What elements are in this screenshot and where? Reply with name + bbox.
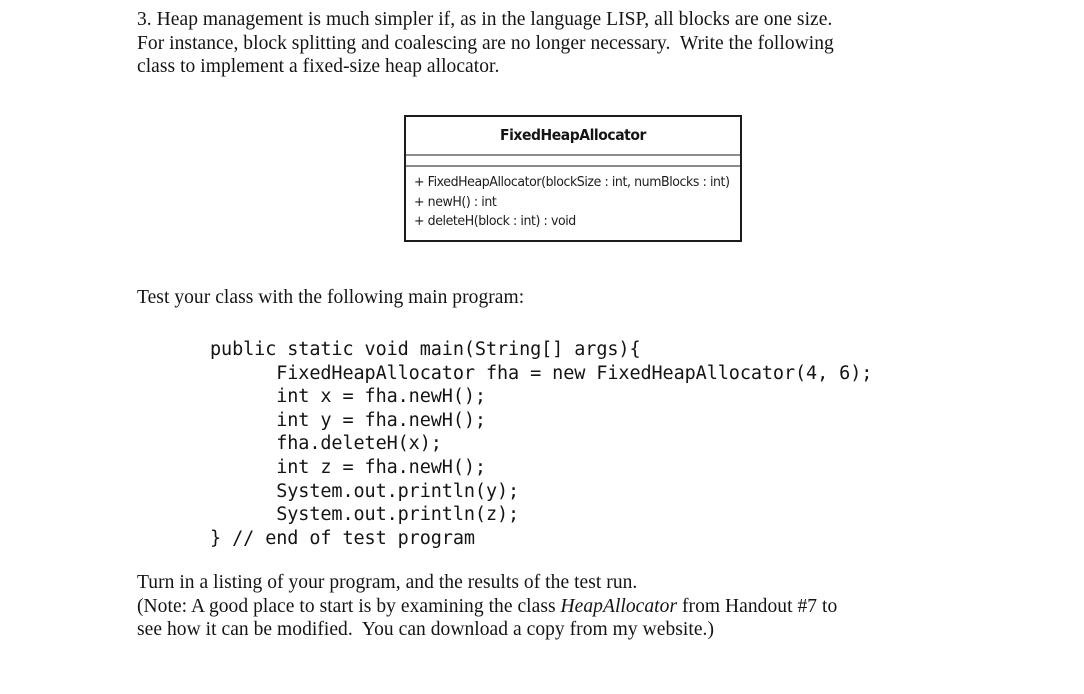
code-listing: public static void main(String[] args){ … [210,338,872,550]
uml-separator-title [406,154,740,156]
intro-line-3: class to implement a fixed-size heap all… [137,56,500,77]
uml-class-name: FixedHeapAllocator [500,126,646,144]
code-line-9: } // end of test program [210,527,475,549]
uml-method-constructor: + FixedHeapAllocator(blockSize : int, nu… [414,174,730,190]
closing-paragraph: Turn in a listing of your program, and t… [137,571,1027,642]
uml-class-diagram: FixedHeapAllocator + FixedHeapAllocator(… [404,115,742,242]
closing-line-2-after: from Handout #7 to [677,595,838,617]
closing-line-3: see how it can be modified. You can down… [137,619,714,640]
intro-paragraph: 3. Heap management is much simpler if, a… [137,8,1027,79]
closing-line-2-before: (Note: A good place to start is by exami… [137,595,561,617]
uml-separator-attributes [406,165,740,167]
uml-method-newh: + newH() : int [414,193,497,210]
closing-line-2: (Note: A good place to start is by exami… [137,595,1027,619]
heap-allocator-class-reference: HeapAllocator [560,595,678,617]
uml-methods-compartment: + FixedHeapAllocator(blockSize : int, nu… [406,167,740,240]
code-line-5: fha.deleteH(x); [210,433,442,455]
test-instruction-text: Test your class with the following main … [137,287,525,308]
code-line-8: System.out.println(z); [210,504,520,526]
code-line-7: System.out.println(y); [210,480,520,502]
code-line-3: int x = fha.newH(); [210,386,486,408]
intro-line-1: 3. Heap management is much simpler if, a… [137,9,833,30]
test-instruction: Test your class with the following main … [137,286,737,310]
code-line-6: int z = fha.newH(); [210,456,486,478]
code-line-1: public static void main(String[] args){ [210,339,641,360]
uml-attributes-compartment [406,156,740,165]
uml-method-deleteh: + deleteH(block : int) : void [414,213,576,229]
closing-line-1: Turn in a listing of your program, and t… [137,572,638,593]
code-line-4: int y = fha.newH(); [210,409,486,431]
intro-line-2: For instance, block splitting and coales… [137,32,834,54]
code-line-2: FixedHeapAllocator fha = new FixedHeapAl… [210,362,873,384]
